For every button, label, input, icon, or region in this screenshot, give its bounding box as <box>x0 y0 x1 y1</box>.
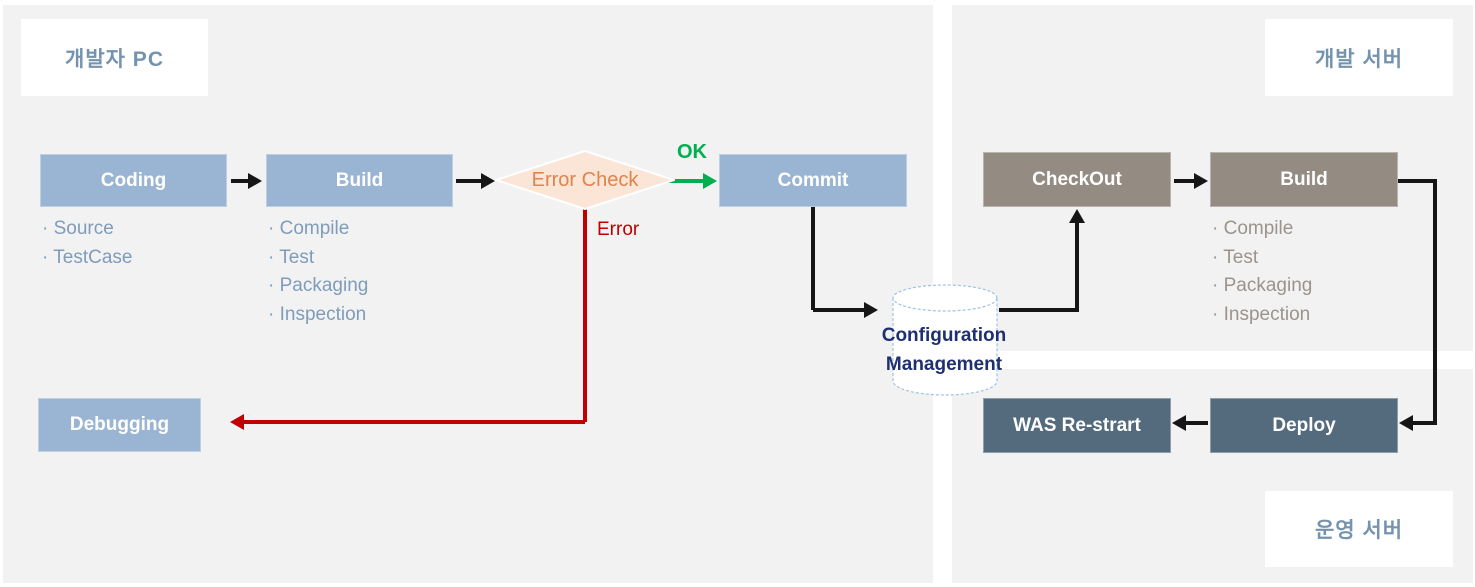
build-right-note-item: · Test <box>1212 246 1259 268</box>
build-right-notes: · Compile · Test · Packaging · Inspectio… <box>1212 215 1312 329</box>
checkout-to-build-arrowhead-icon <box>1194 173 1208 189</box>
build-left-note-item: · Packaging <box>268 275 369 296</box>
developer-pc-zone-text: 개발자 PC <box>65 47 164 71</box>
coding-box: Coding <box>40 154 227 207</box>
deploy-box: Deploy <box>1210 398 1398 453</box>
build-to-errorcheck-arrowhead-icon <box>481 173 495 189</box>
build-right-box-label: Build <box>1280 168 1328 190</box>
coding-box-label: Coding <box>100 169 167 191</box>
ok-arrowhead-icon <box>703 173 717 189</box>
coding-notes: · Source · TestCase <box>42 215 132 272</box>
coding-to-build-line <box>231 179 250 183</box>
coding-to-build-arrowhead-icon <box>248 173 262 189</box>
was-restart-box: WAS Re-strart <box>983 398 1171 453</box>
config-management-line2: Management <box>885 354 1003 375</box>
config-management-node <box>891 283 999 397</box>
error-check-diamond: Error Check <box>492 149 678 211</box>
build-right-note-item: · Compile <box>1212 218 1294 239</box>
build-right-note-item: · Inspection <box>1212 303 1311 325</box>
build-to-errorcheck-line <box>456 179 482 183</box>
to-deploy-hline <box>1411 421 1437 425</box>
build-right-out-hline <box>1398 179 1437 183</box>
debugging-box: Debugging <box>38 398 201 452</box>
ok-edge-label: OK <box>677 141 707 163</box>
error-horizontal-line <box>244 420 585 424</box>
commit-box: Commit <box>719 154 907 207</box>
config-to-checkout-arrowhead-icon <box>1069 209 1085 223</box>
build-left-notes: · Compile · Test · Packaging · Inspectio… <box>268 215 368 329</box>
config-to-checkout-vline <box>1075 221 1079 312</box>
config-to-checkout-hline <box>999 308 1079 312</box>
coding-note-item: · Source <box>42 218 114 239</box>
dev-server-zone-label: 개발 서버 <box>1265 19 1453 96</box>
deploy-to-was-arrowhead-icon <box>1172 415 1186 431</box>
config-management-line1: Configuration <box>881 325 1007 346</box>
build-left-note-item: · Test <box>268 246 315 268</box>
error-vertical-line <box>583 209 587 422</box>
developer-pc-zone-label: 개발자 PC <box>21 19 208 96</box>
deploy-box-label: Deploy <box>1272 414 1336 436</box>
build-left-box: Build <box>266 154 453 207</box>
build-right-note-item: · Packaging <box>1212 275 1313 296</box>
checkout-to-build-line <box>1174 179 1196 183</box>
build-left-box-label: Build <box>335 169 384 191</box>
build-left-note-item: · Compile <box>268 218 350 239</box>
commit-to-config-arrowhead-icon <box>864 302 878 318</box>
checkout-box: CheckOut <box>983 152 1171 207</box>
coding-note-item: · TestCase <box>42 246 133 268</box>
dev-server-zone-text: 개발 서버 <box>1314 47 1404 71</box>
developer-pc-panel <box>3 5 933 583</box>
commit-down-line <box>811 206 815 310</box>
ops-server-zone-text: 운영 서버 <box>1314 519 1404 542</box>
error-arrowhead-icon <box>230 414 244 430</box>
diamond-shape-icon <box>492 149 678 211</box>
commit-to-config-line <box>813 308 864 312</box>
commit-box-label: Commit <box>777 169 849 191</box>
build-left-note-item: · Inspection <box>268 303 367 325</box>
config-management-label: Configuration Management <box>854 321 1034 379</box>
build-right-down-vline <box>1433 179 1437 425</box>
was-restart-box-label: WAS Re-strart <box>1013 414 1141 436</box>
to-deploy-arrowhead-icon <box>1399 415 1413 431</box>
build-right-box: Build <box>1210 152 1398 207</box>
ops-server-zone-label: 운영 서버 <box>1265 491 1453 567</box>
error-edge-label: Error <box>597 219 640 240</box>
checkout-box-label: CheckOut <box>1032 168 1122 190</box>
deploy-to-was-line <box>1184 421 1208 425</box>
debugging-box-label: Debugging <box>69 414 170 435</box>
database-cylinder-icon <box>892 284 998 396</box>
ok-line <box>668 179 705 183</box>
error-check-label: Error Check <box>531 168 639 191</box>
